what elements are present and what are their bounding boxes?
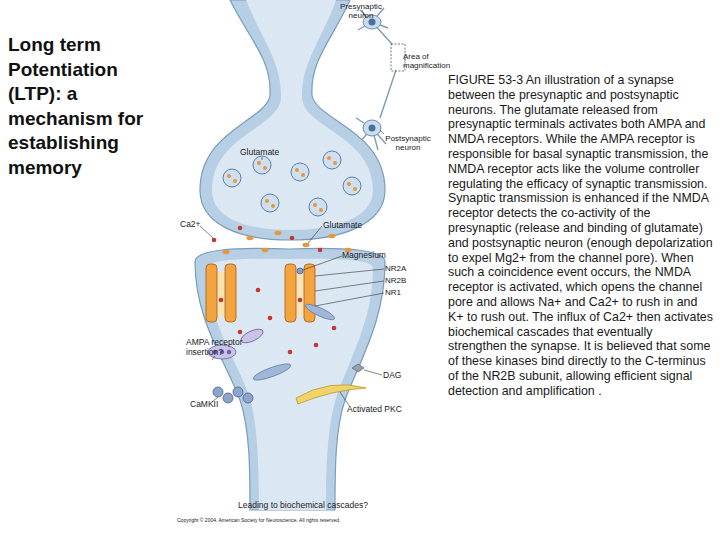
calcium-ion	[212, 238, 217, 243]
dag-molecule	[352, 364, 364, 372]
glutamate-dot	[327, 156, 331, 160]
postsynaptic-spine	[195, 248, 385, 510]
activated-pkc	[296, 385, 366, 404]
part-label: AMPA receptor insertion?	[186, 338, 248, 357]
glutamate-dot	[227, 174, 231, 178]
released-glutamate	[223, 231, 352, 254]
vesicle	[253, 156, 271, 174]
signalling-molecules	[213, 302, 366, 404]
glutamate-dot	[313, 203, 317, 207]
receptor-subunit	[225, 264, 236, 322]
spine-interior	[207, 259, 373, 510]
leader-lines	[200, 10, 406, 407]
inset-neurons	[356, 8, 405, 150]
ampa-receptor	[227, 350, 231, 354]
glutamate-dot	[295, 168, 299, 172]
part-label: NR2A	[385, 264, 425, 273]
glutamate-molecule	[303, 243, 310, 247]
glutamate-dot	[233, 179, 237, 183]
figure-caption: FIGURE 53-3 An illustration of a synapse…	[448, 73, 714, 399]
part-label: Postsynaptic neuron	[380, 134, 436, 152]
synaptic-vesicles	[223, 151, 361, 216]
part-label: Ca2+	[180, 220, 220, 230]
kinase-shape	[304, 302, 336, 323]
postsynaptic-cell-body	[363, 120, 381, 136]
glutamate-dot	[271, 204, 275, 208]
part-label: Glutamate	[323, 221, 383, 231]
terminal-interior	[212, 0, 373, 230]
calcium-ion	[238, 330, 243, 335]
magnesium-ion	[297, 268, 303, 274]
glutamate-molecule	[329, 234, 336, 238]
glutamate-dot	[347, 182, 351, 186]
calcium-ion	[290, 236, 295, 241]
glutamate-dot	[263, 166, 267, 170]
receptor-subunit	[206, 264, 217, 322]
part-label: Presynaptic neuron	[336, 2, 386, 20]
part-label: Magnesium	[342, 251, 402, 261]
page-title: Long term Potentiation (LTP): a mechanis…	[8, 33, 176, 180]
nmda-receptors	[206, 264, 315, 322]
vesicle	[291, 163, 309, 181]
glutamate-dot	[333, 161, 337, 165]
part-label: NR1	[385, 288, 425, 297]
channel-pore	[218, 272, 224, 316]
kinase-shape	[252, 361, 293, 383]
leader-line	[200, 226, 213, 238]
channel-pore	[297, 272, 303, 316]
glutamate-dot	[353, 187, 357, 191]
vesicle	[261, 194, 279, 212]
calcium-ion	[238, 226, 243, 231]
camkii-subunit	[213, 387, 223, 397]
magnification-box	[391, 44, 405, 71]
glutamate-molecule	[223, 250, 230, 254]
calcium-ion	[288, 350, 293, 355]
calcium-ion	[298, 298, 303, 303]
camkii-subunit	[243, 393, 253, 403]
leader-line	[315, 281, 384, 291]
part-label: NR2B	[385, 276, 425, 285]
vesicle	[309, 198, 327, 216]
receptor-subunit	[285, 264, 296, 322]
leader-line	[315, 269, 384, 276]
calcium-ion	[314, 343, 319, 348]
calcium-ion	[256, 288, 261, 293]
leader-line	[364, 370, 382, 375]
leader-line	[380, 130, 384, 134]
calcium-ion	[219, 298, 224, 303]
part-label: Glutamate	[240, 148, 300, 158]
glutamate-dot	[301, 173, 305, 177]
presynaptic-terminal	[200, 0, 385, 240]
glutamate-molecule	[275, 231, 282, 235]
part-label: Leading to biochemical cascades?	[228, 501, 378, 511]
calcium-ion	[332, 326, 337, 331]
camkii-subunit	[223, 393, 233, 403]
part-label: Copyright © 2004, American Society for N…	[177, 517, 427, 523]
glutamate-dot	[257, 161, 261, 165]
calcium-ion	[268, 316, 273, 321]
leader-line	[303, 256, 342, 270]
calcium-ion	[318, 248, 323, 253]
glutamate-dot	[265, 199, 269, 203]
camkii-subunit	[233, 387, 243, 397]
glutamate-dot	[319, 208, 323, 212]
part-label: Area of magnification	[403, 52, 453, 70]
part-label: DAG	[383, 371, 423, 381]
leader-line	[262, 157, 263, 160]
vesicle	[343, 177, 361, 195]
part-label: Activated PKC	[347, 405, 427, 415]
neurite-line	[356, 8, 396, 150]
vesicle	[223, 169, 241, 187]
glutamate-molecule	[262, 248, 269, 252]
leader-line	[315, 293, 384, 306]
glutamate-in-vesicle	[227, 156, 357, 212]
nucleus	[369, 125, 376, 132]
leader-line	[308, 226, 322, 243]
ampa-vesicle	[239, 326, 265, 345]
glutamate-molecule	[247, 236, 254, 240]
part-label: CaMKII	[190, 400, 240, 410]
calcium-ions	[212, 226, 337, 355]
vesicle	[323, 151, 341, 169]
